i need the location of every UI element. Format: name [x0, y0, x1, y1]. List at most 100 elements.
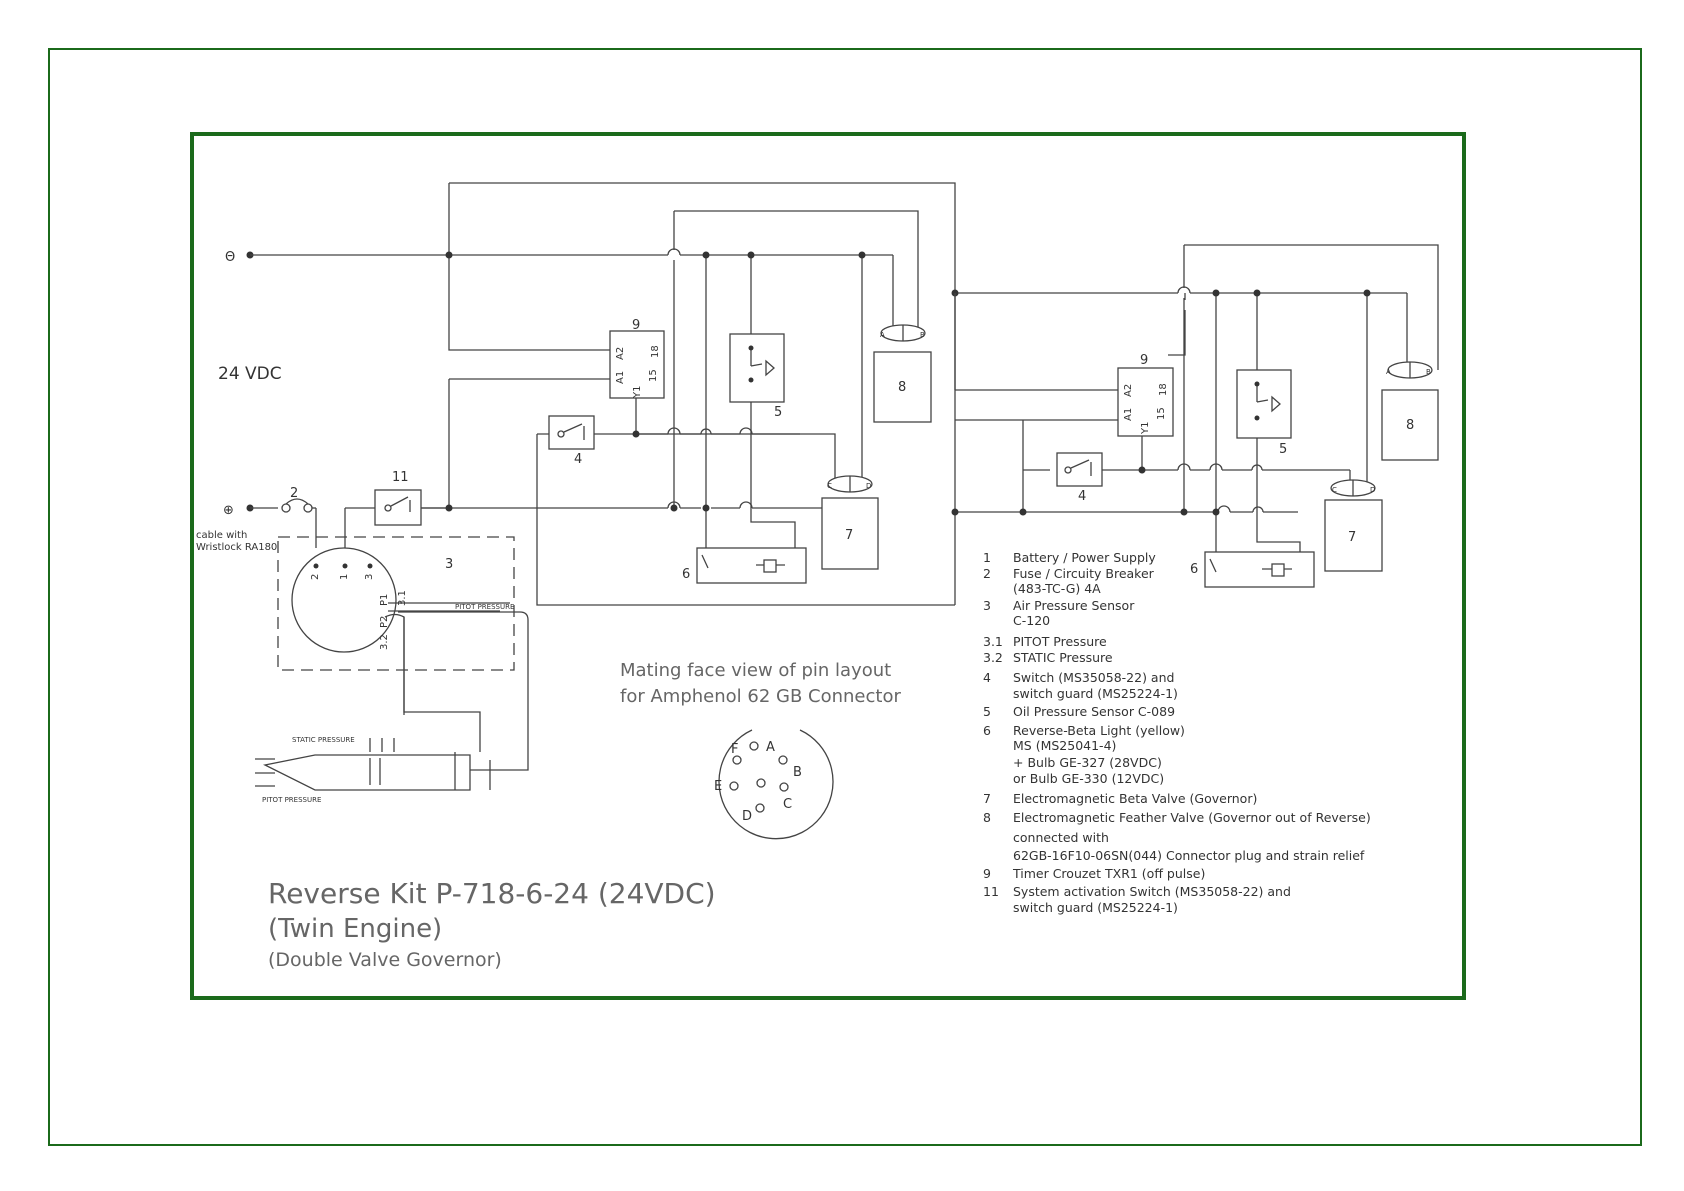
beta-light-6	[696, 547, 807, 584]
pin-d-label: D	[742, 809, 752, 824]
timer-18: 18	[650, 345, 661, 358]
conn-d-right-label: D	[1370, 486, 1375, 494]
legend-text: Battery / Power Supply	[1013, 550, 1156, 565]
timer-9-right-label: 9	[1140, 353, 1148, 368]
switch-11-label: 11	[392, 470, 409, 485]
oil-sensor-5-label: 5	[774, 405, 782, 420]
feather-valve-8-right	[1381, 389, 1439, 461]
legend-text: Air Pressure Sensor	[1013, 598, 1135, 613]
conn-d-label: D	[866, 482, 871, 490]
feather-valve-8	[873, 351, 932, 423]
timer-9-label: 9	[632, 318, 640, 333]
pin-c-label: C	[783, 797, 792, 812]
timer-y1: Y1	[632, 386, 643, 399]
sensor-p2: P2	[379, 616, 390, 628]
pin-b-label: B	[793, 765, 802, 780]
switch-4-right-label: 4	[1078, 489, 1086, 504]
pitot-pressure-label: PITOT PRESSURE	[262, 796, 321, 804]
switch-4	[548, 415, 595, 450]
legend-text: Fuse / Circuity Breaker	[1013, 566, 1155, 581]
fuse-2-label: 2	[290, 486, 298, 501]
pin-e-label: E	[714, 779, 722, 794]
valve-7-right-label: 7	[1348, 530, 1356, 545]
legend-number: 3.2	[983, 650, 1003, 665]
timer-right-a1: A1	[1123, 408, 1134, 421]
pitot-tube-label: PITOT PRESSURE	[455, 603, 514, 611]
component-legend: 1 Battery / Power Supply 2 Fuse / Circuity …	[983, 550, 1371, 915]
legend-number: 6	[983, 723, 991, 738]
conn-a-label: A	[880, 331, 885, 339]
legend-text: or Bulb GE-330 (12VDC)	[1013, 771, 1164, 786]
legend-text: switch guard (MS25224-1)	[1013, 900, 1178, 915]
timer-15: 15	[648, 369, 659, 382]
sensor-32: 3.2	[379, 634, 390, 650]
timer-right-18: 18	[1158, 383, 1169, 396]
legend-text: + Bulb GE-327 (28VDC)	[1013, 755, 1162, 770]
beta-valve-7	[821, 497, 879, 570]
conn-a-right-label: A	[1386, 368, 1391, 376]
beta-valve-7-right	[1324, 499, 1383, 572]
legend-text: (483-TC-G) 4A	[1013, 581, 1101, 596]
legend-number: 3.1	[983, 634, 1003, 649]
timer-9	[609, 330, 665, 399]
voltage-label: 24 VDC	[218, 364, 282, 384]
legend-number: 4	[983, 670, 991, 685]
oil-sensor-5-right-label: 5	[1279, 442, 1287, 457]
title-line-2: (Twin Engine)	[268, 914, 442, 944]
neg-terminal-label: Θ	[225, 250, 235, 265]
left-circuit	[246, 182, 956, 791]
legend-number: 11	[983, 884, 999, 899]
legend-text: System activation Switch (MS35058-22) an…	[1013, 884, 1291, 899]
timer-right-a2: A2	[1123, 384, 1134, 397]
legend-text: connected with	[1013, 830, 1109, 845]
legend-number: 7	[983, 791, 991, 806]
legend-number: 2	[983, 566, 991, 581]
beta-light-6-right	[1204, 551, 1315, 588]
legend-number: 1	[983, 550, 991, 565]
right-circuit	[951, 244, 1439, 588]
valve-8-right-label: 8	[1406, 418, 1414, 433]
air-pressure-sensor-3	[277, 536, 515, 671]
valve-7-label: 7	[845, 528, 853, 543]
legend-text: switch guard (MS25224-1)	[1013, 686, 1178, 701]
outer-frame	[48, 48, 1642, 1146]
sensor-pin-1: 1	[339, 574, 350, 580]
timer-9-right	[1117, 367, 1174, 437]
sensor-pin-2: 2	[310, 574, 321, 580]
conn-c-right-label: C	[1332, 486, 1337, 494]
title-line-1: Reverse Kit P-718-6-24 (24VDC)	[268, 877, 716, 910]
switch-4-right	[1056, 452, 1103, 487]
oil-sensor-5	[729, 333, 785, 403]
sensor-31: 3.1	[397, 590, 408, 606]
amphenol-connector	[718, 729, 834, 840]
sensor-pin-3: 3	[364, 574, 375, 580]
sensor-3-label: 3	[445, 557, 453, 572]
cable-label-line1: cable with	[196, 530, 247, 541]
legend-number: 5	[983, 704, 991, 719]
title-line-3: (Double Valve Governor)	[268, 949, 502, 971]
legend-text: Reverse-Beta Light (yellow)	[1013, 723, 1185, 738]
legend-text: 62GB-16F10-06SN(044) Connector plug and …	[1013, 848, 1365, 863]
timer-right-y1: Y1	[1140, 422, 1151, 435]
switch-11	[374, 489, 422, 526]
mating-line-2: for Amphenol 62 GB Connector	[620, 686, 901, 707]
legend-text: PITOT Pressure	[1013, 634, 1107, 649]
legend-text: STATIC Pressure	[1013, 650, 1113, 665]
switch-4-label: 4	[574, 452, 582, 467]
conn-b-label: B	[920, 331, 925, 339]
oil-sensor-5-right	[1236, 369, 1292, 439]
legend-text: Oil Pressure Sensor C-089	[1013, 704, 1175, 719]
timer-a2: A2	[615, 347, 626, 360]
sensor-p1: P1	[379, 594, 390, 606]
legend-text: Timer Crouzet TXR1 (off pulse)	[1012, 866, 1205, 881]
pin-f-label: F	[731, 742, 738, 757]
valve-8-label: 8	[898, 380, 906, 395]
mating-line-1: Mating face view of pin layout	[620, 660, 891, 681]
legend-text: Electromagnetic Beta Valve (Governor)	[1013, 791, 1257, 806]
legend-number: 3	[983, 598, 991, 613]
light-6-right-label: 6	[1190, 562, 1198, 577]
pin-a-label: A	[766, 740, 775, 755]
legend-text: MS (MS25041-4)	[1013, 738, 1116, 753]
cable-label-line2: Wristlock RA180	[196, 542, 277, 553]
conn-b-right-label: B	[1426, 368, 1431, 376]
